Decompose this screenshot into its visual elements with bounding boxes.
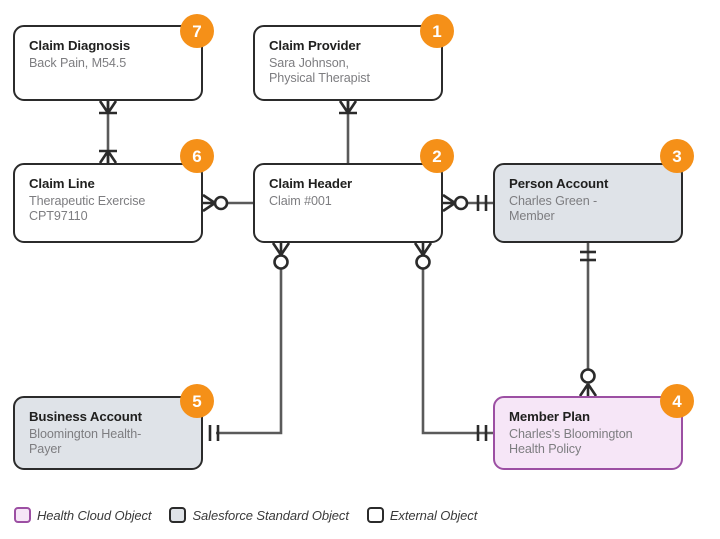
legend-item-health-cloud-object: Health Cloud Object <box>14 507 152 523</box>
entity-title: Claim Header <box>269 176 353 191</box>
entity-claim-line[interactable]: Claim Line Therapeutic Exercise CPT97110 <box>13 163 203 243</box>
entity-title: Claim Diagnosis <box>29 38 131 53</box>
entity-title: Member Plan <box>509 409 590 424</box>
badge-business-account: 5 <box>180 384 214 418</box>
entity-claim-header[interactable]: Claim Header Claim #001 <box>253 163 443 243</box>
legend-swatch-icon <box>366 507 384 523</box>
marker-zero-or-many-claim-line-right <box>202 193 229 213</box>
marker-exactly-one-person-account-bottom <box>580 250 596 262</box>
marker-one-or-many-claim-provider <box>338 100 358 115</box>
badge-claim-diagnosis: 7 <box>180 14 214 48</box>
marker-exactly-one-person-account-left <box>476 195 488 211</box>
entity-subtitle: Claim #001 <box>269 193 332 208</box>
badge-member-plan: 4 <box>660 384 694 418</box>
entity-business-account[interactable]: Business Account Bloomington Health- Pay… <box>13 396 203 470</box>
edge-claim-header-business-account <box>216 256 283 435</box>
badge-person-account: 3 <box>660 139 694 173</box>
badge-claim-line: 6 <box>180 139 214 173</box>
marker-one-or-many-claim-line-top <box>98 149 118 164</box>
marker-exactly-one-member-plan-left <box>476 425 488 441</box>
entity-subtitle: Charles's Bloomington Health Policy <box>509 426 633 457</box>
legend-item-label: External Object <box>389 507 478 523</box>
legend-swatch-icon <box>169 507 187 523</box>
entity-subtitle: Bloomington Health- Payer <box>29 426 142 457</box>
legend-item-label: Health Cloud Object <box>37 507 152 523</box>
marker-exactly-one-business-account-right <box>208 425 220 441</box>
badge-claim-header: 2 <box>420 139 454 173</box>
legend: Health Cloud Object Salesforce Standard … <box>14 500 534 530</box>
entity-subtitle: Charles Green - Member <box>509 193 598 224</box>
edge-claim-header-member-plan <box>421 256 493 435</box>
entity-title: Claim Provider <box>269 38 361 53</box>
marker-zero-or-many-claim-header-bottom-right <box>413 242 433 270</box>
entity-subtitle: Sara Johnson, Physical Therapist <box>269 55 370 86</box>
entity-person-account[interactable]: Person Account Charles Green - Member <box>493 163 683 243</box>
marker-one-or-many-claim-diagnosis <box>98 100 118 115</box>
entity-claim-diagnosis[interactable]: Claim Diagnosis Back Pain, M54.5 <box>13 25 203 101</box>
marker-zero-or-many-member-plan-top <box>578 368 598 397</box>
badge-claim-provider: 1 <box>420 14 454 48</box>
entity-title: Person Account <box>509 176 609 191</box>
entity-title: Claim Line <box>29 176 95 191</box>
entity-member-plan[interactable]: Member Plan Charles's Bloomington Health… <box>493 396 683 470</box>
legend-item-external-object: External Object <box>366 507 478 523</box>
entity-subtitle: Back Pain, M54.5 <box>29 55 127 70</box>
legend-item-label: Salesforce Standard Object <box>192 507 349 523</box>
marker-zero-or-many-claim-header-bottom-left <box>271 242 291 270</box>
entity-title: Business Account <box>29 409 142 424</box>
entity-subtitle: Therapeutic Exercise CPT97110 <box>29 193 146 224</box>
entity-claim-provider[interactable]: Claim Provider Sara Johnson, Physical Th… <box>253 25 443 101</box>
marker-zero-or-many-claim-header-right <box>442 193 469 213</box>
legend-item-salesforce-standard-object: Salesforce Standard Object <box>169 507 349 523</box>
legend-swatch-icon <box>14 507 31 523</box>
